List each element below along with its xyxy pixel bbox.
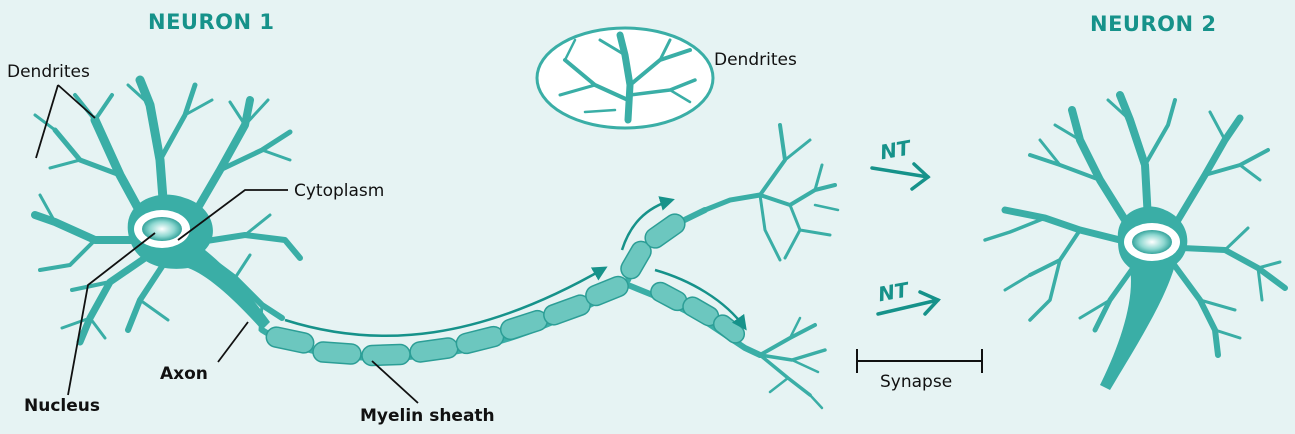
dendrite-inset [537, 28, 713, 128]
dendrites-label: Dendrites [7, 62, 90, 82]
myelin-sheath-label: Myelin sheath [360, 406, 495, 426]
synapse-bracket [857, 349, 982, 373]
nucleus-2 [1132, 230, 1172, 254]
neuron-2-title: NEURON 2 [1090, 12, 1217, 36]
dendrites-inset-label: Dendrites [714, 50, 797, 70]
cytoplasm-label: Cytoplasm [294, 181, 384, 201]
myelin-sheath [264, 210, 747, 366]
nucleus-label: Nucleus [24, 396, 100, 416]
axon-terminals [760, 125, 838, 408]
axon-label: Axon [160, 364, 208, 384]
neuron-1-title: NEURON 1 [148, 10, 275, 34]
synapse-label: Synapse [880, 372, 952, 392]
